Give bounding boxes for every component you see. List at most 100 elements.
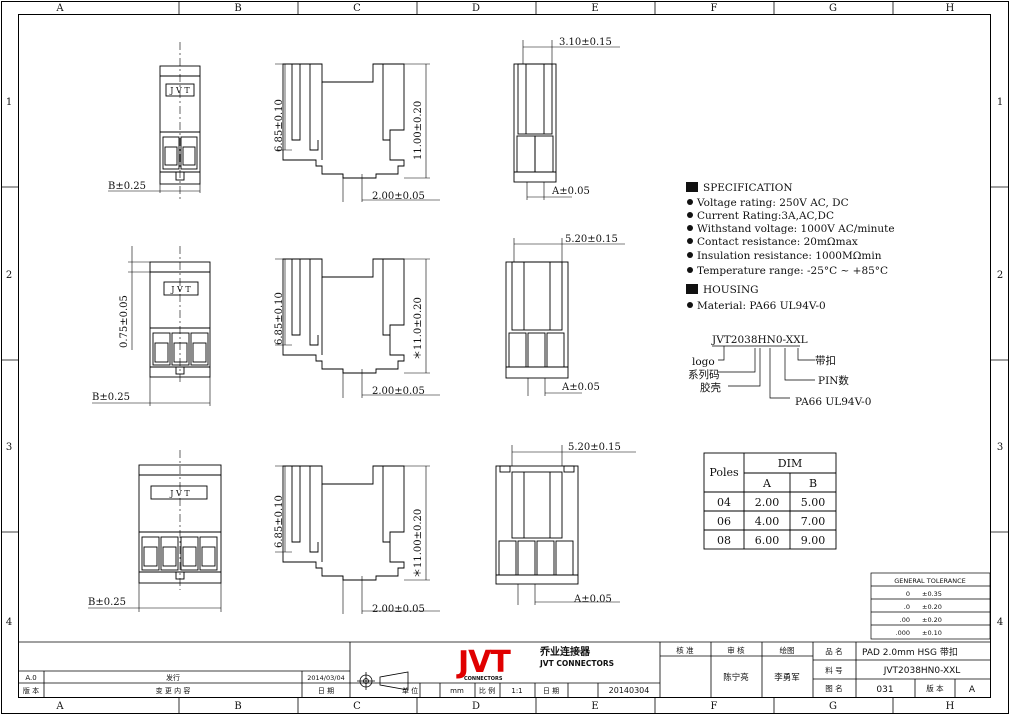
pin-label: PIN数 (818, 374, 849, 387)
company-cn: 乔业连接器 (539, 645, 591, 658)
dim-pitch: 2.00±0.05 (372, 604, 425, 615)
poles-cell: 04 (717, 496, 731, 509)
row-label-right: 3 (997, 442, 1003, 453)
row-label-left: 3 (6, 442, 12, 453)
part-code-block: JVT2038HN0-XXL logo 系列码 胶壳 带扣 PIN数 PA66 … (688, 334, 871, 408)
side-view-04 (275, 63, 440, 202)
drawing-label: 图 名 (825, 683, 842, 693)
version: A (969, 685, 976, 695)
series-label: 系列码 (688, 368, 720, 381)
spec-item: Insulation resistance: 1000MΩmin (697, 250, 882, 262)
tolerance-table: GENERAL TOLERANCE 0 ±0.35 .0 ±0.20 .00 ±… (870, 572, 991, 640)
tol-val: ±0.20 (922, 616, 942, 624)
dim-width: 3.10±0.15 (559, 37, 612, 48)
b-cell: 9.00 (801, 534, 826, 547)
buckle-label: 带扣 (815, 354, 836, 367)
projection-symbol-icon (357, 671, 409, 691)
date-label: 日 期 (318, 687, 334, 695)
dim-table: Poles DIM A B 04 2.00 5.00 06 4.00 7.00 … (703, 452, 837, 550)
tolerance-title: GENERAL TOLERANCE (894, 577, 966, 585)
col-label-bottom: H (946, 701, 955, 712)
dim-length: 11.00±0.20 (413, 101, 424, 160)
col-label-top: F (711, 3, 718, 14)
a-cell: 6.00 (755, 534, 780, 547)
col-label-top: E (591, 3, 598, 14)
approve-label: 核 准 (676, 645, 694, 655)
dim-a: A±0.05 (561, 382, 600, 393)
logo-label: logo (692, 356, 715, 368)
housing-marker (686, 284, 698, 294)
dim-width: 5.20±0.15 (565, 234, 618, 245)
company-logo: JVT (456, 645, 511, 680)
draw-label: 绘图 (780, 645, 795, 655)
change-label: 变 更 内 容 (156, 686, 191, 695)
col-label-top: G (829, 3, 837, 14)
poles-cell: 08 (717, 534, 731, 547)
tol-key: 0 (906, 590, 910, 598)
tol-val: ±0.35 (922, 590, 942, 598)
version-label: 版 本 (926, 683, 944, 693)
dim-b: B±0.25 (88, 597, 126, 608)
col-a-header: A (762, 477, 772, 490)
drawing-date: 20140304 (609, 686, 650, 695)
spec-item: Voltage rating: 250V AC, DC (696, 197, 849, 209)
drafter-name: 李勇军 (774, 672, 800, 683)
label-jvt: J V T (169, 489, 190, 498)
rev-date: 2014/03/04 (307, 674, 344, 682)
col-label-bottom: B (234, 701, 241, 712)
shell-label: 胶壳 (700, 381, 721, 394)
inner-border (18, 14, 991, 698)
spec-marker (686, 182, 698, 192)
end-view-06 (505, 238, 625, 396)
drawing-number: 031 (876, 685, 893, 695)
col-label-bottom: G (829, 701, 837, 712)
part-code: JVT2038HN0-XXL (711, 334, 808, 346)
unit: mm (450, 687, 464, 695)
dim-a: A±0.05 (551, 186, 590, 197)
spec-item: Temperature range: -25°C ~ +85°C (697, 265, 888, 277)
reviewer-name: 陈宁亮 (723, 672, 749, 683)
poles-cell: 06 (717, 515, 731, 528)
tol-key: .0 (904, 603, 910, 611)
col-label-top: A (55, 3, 64, 14)
dim-b: B±0.25 (108, 181, 146, 192)
dim-length: ＊11.0±0.20 (413, 297, 424, 360)
review-label: 审 核 (727, 645, 745, 655)
spec-item: Withstand voltage: 1000V AC/minute (697, 223, 895, 235)
scale: 1:1 (511, 687, 522, 695)
row-label-right: 2 (997, 270, 1003, 281)
dim-075: 0.75±0.05 (119, 295, 130, 348)
row-label-right: 4 (997, 617, 1003, 628)
row-label-left: 1 (6, 97, 12, 108)
dim-width: 5.20±0.15 (568, 442, 621, 453)
housing-material: Material: PA66 UL94V-0 (697, 300, 826, 312)
housing-title: HOUSING (703, 284, 759, 296)
col-label-bottom: C (353, 701, 361, 712)
dim-length: ＊11.00±0.20 (413, 509, 424, 578)
rev-action: 发行 (166, 673, 180, 682)
col-label-top: C (353, 3, 361, 14)
dim-a: A±0.05 (573, 594, 612, 605)
col-label-bottom: D (472, 701, 480, 712)
dim-b: B±0.25 (92, 392, 130, 403)
front-view-06 (92, 246, 211, 406)
part-number: JVT2038HN0-XXL (883, 666, 961, 676)
label-jvt: J V T (169, 86, 190, 95)
material-label: PA66 UL94V-0 (795, 396, 871, 408)
spec-item: Current Rating:3A,AC,DC (697, 210, 834, 222)
row-label-right: 1 (997, 97, 1003, 108)
row-label-left: 4 (6, 617, 12, 628)
col-label-top: D (472, 3, 480, 14)
tol-key: .000 (896, 629, 910, 637)
side-view-08 (275, 465, 440, 614)
rev-code: A.0 (25, 674, 36, 682)
col-label-bottom: E (591, 701, 598, 712)
tol-val: ±0.20 (922, 603, 942, 611)
col-b-header: B (809, 477, 817, 490)
front-view-04 (108, 42, 201, 200)
end-view-08 (495, 445, 636, 605)
product-name: PAD 2.0mm HSG 带扣 (862, 646, 958, 658)
